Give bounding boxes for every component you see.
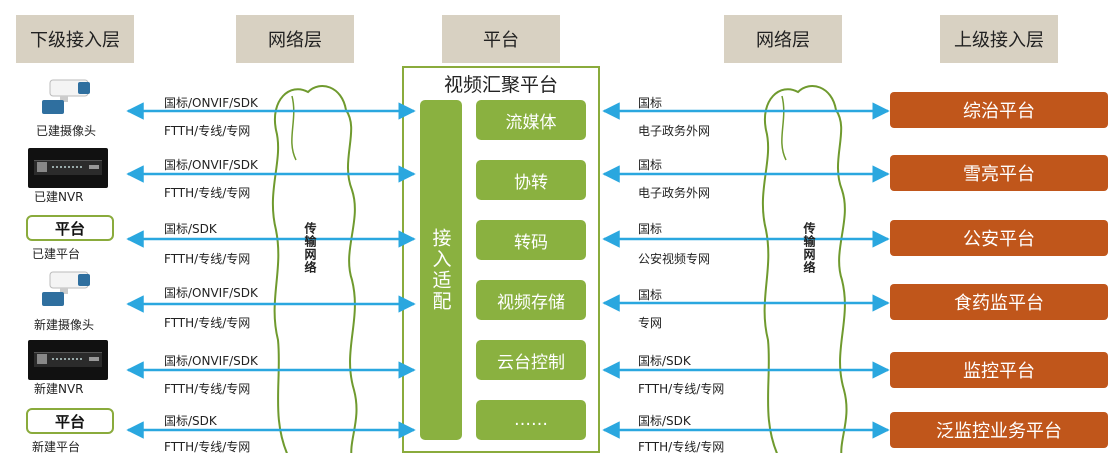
cloud-label-right: 传输网络 bbox=[802, 222, 816, 274]
proto-bottom: 电子政务外网 bbox=[638, 186, 711, 200]
proto-bottom: FTTH/专线/专网 bbox=[164, 440, 251, 453]
module-ptz-control: 云台控制 bbox=[476, 340, 586, 380]
proto-top: 国标/ONVIF/SDK bbox=[164, 286, 258, 300]
header-network-right: 网络层 bbox=[724, 15, 842, 63]
device-label: 新建平台 bbox=[32, 440, 81, 453]
module-streaming: 流媒体 bbox=[476, 100, 586, 140]
access-adapter: 接入适配 bbox=[420, 100, 462, 440]
platform-title: 视频汇聚平台 bbox=[443, 74, 558, 96]
proto-bottom: 公安视频专网 bbox=[638, 252, 711, 266]
proto-bottom: FTTH/专线/专网 bbox=[164, 186, 251, 200]
proto-top: 国标 bbox=[638, 158, 663, 172]
proto-top: 国标/ONVIF/SDK bbox=[164, 96, 258, 110]
target-xueliang-platform: 雪亮平台 bbox=[890, 155, 1108, 191]
proto-top: 国标 bbox=[638, 288, 663, 302]
platform-device-icon: 平台 bbox=[26, 215, 114, 241]
target-police-platform: 公安平台 bbox=[890, 220, 1108, 256]
proto-top: 国标/SDK bbox=[164, 222, 217, 236]
device-label: 已建NVR bbox=[34, 190, 84, 204]
header-upper-access: 上级接入层 bbox=[940, 15, 1058, 63]
proto-bottom: FTTH/专线/专网 bbox=[164, 124, 251, 138]
module-video-storage: 视频存储 bbox=[476, 280, 586, 320]
cloud-label-left: 传输网络 bbox=[303, 222, 317, 274]
header-platform: 平台 bbox=[442, 15, 560, 63]
proto-bottom: 专网 bbox=[638, 316, 663, 330]
proto-top: 国标 bbox=[638, 222, 663, 236]
target-monitoring-platform: 监控平台 bbox=[890, 352, 1108, 388]
platform-device-icon: 平台 bbox=[26, 408, 114, 434]
proto-bottom: FTTH/专线/专网 bbox=[638, 440, 725, 453]
proto-top: 国标/SDK bbox=[164, 414, 217, 428]
proto-top: 国标/SDK bbox=[638, 354, 691, 368]
nvr-icon bbox=[28, 148, 108, 188]
proto-bottom: FTTH/专线/专网 bbox=[164, 382, 251, 396]
camera-icon bbox=[38, 78, 94, 120]
proto-bottom: 电子政务外网 bbox=[638, 124, 711, 138]
camera-icon bbox=[38, 270, 94, 312]
proto-bottom: FTTH/专线/专网 bbox=[164, 252, 251, 266]
proto-top: 国标/SDK bbox=[638, 414, 691, 428]
proto-top: 国标 bbox=[638, 96, 663, 110]
device-label: 已建摄像头 bbox=[36, 124, 97, 138]
arrows-group bbox=[126, 102, 890, 439]
proto-top: 国标/ONVIF/SDK bbox=[164, 354, 258, 368]
target-food-drug-platform: 食药监平台 bbox=[890, 284, 1108, 320]
target-general-monitoring-platform: 泛监控业务平台 bbox=[890, 412, 1108, 448]
proto-top: 国标/ONVIF/SDK bbox=[164, 158, 258, 172]
device-label: 新建NVR bbox=[34, 382, 84, 396]
target-zongzhi-platform: 综治平台 bbox=[890, 92, 1108, 128]
device-label: 已建平台 bbox=[32, 247, 81, 261]
proto-bottom: FTTH/专线/专网 bbox=[164, 316, 251, 330]
module-more: …… bbox=[476, 400, 586, 440]
nvr-icon bbox=[28, 340, 108, 380]
proto-bottom: FTTH/专线/专网 bbox=[638, 382, 725, 396]
header-lower-access: 下级接入层 bbox=[16, 15, 134, 63]
header-network-left: 网络层 bbox=[236, 15, 354, 63]
module-transcoding: 转码 bbox=[476, 220, 586, 260]
module-protocol-conversion: 协转 bbox=[476, 160, 586, 200]
device-label: 新建摄像头 bbox=[34, 318, 95, 332]
